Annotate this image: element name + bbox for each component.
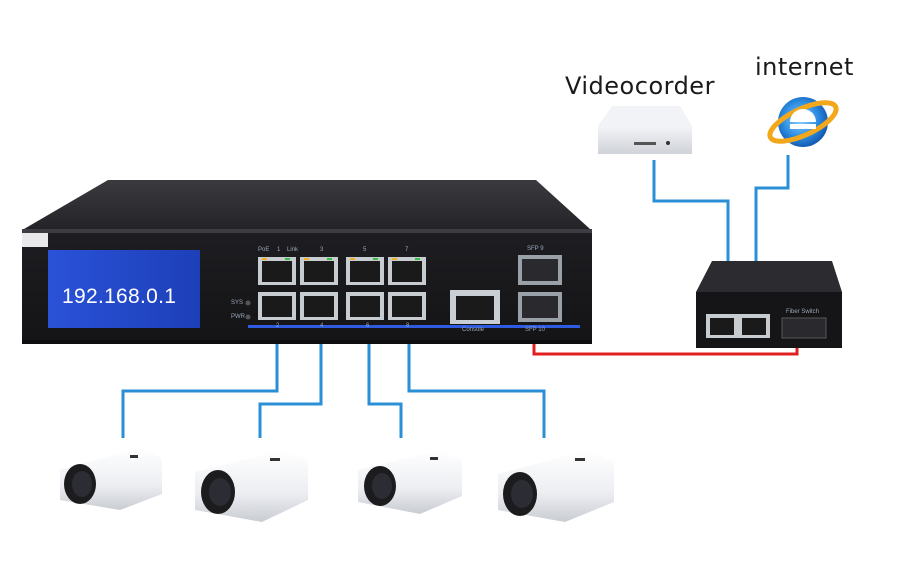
rj45-ports: [258, 257, 426, 320]
poe-label: PoE: [258, 247, 270, 253]
sys-label: SYS: [231, 300, 244, 306]
ip-panel: [48, 250, 200, 328]
camera-3: [358, 450, 462, 514]
camera-2: [195, 450, 308, 522]
port-3-label: 3: [320, 247, 324, 253]
port-2-label: 2: [276, 323, 280, 329]
videocorder-label: Videocorder: [565, 72, 715, 100]
cable-port2-camera1: [121, 337, 279, 438]
port-7-label: 7: [405, 247, 409, 253]
port-4-label: 4: [320, 323, 324, 329]
cable-internet-converter: [754, 155, 790, 316]
console-label: Console: [462, 327, 485, 333]
port-6-label: 6: [366, 323, 370, 329]
camera-cables: [121, 337, 546, 438]
camera-1: [60, 448, 162, 510]
ip-address-label: 192.168.0.1: [62, 285, 177, 308]
port-5-label: 5: [363, 247, 367, 253]
sfp-ports: [518, 255, 562, 322]
sfp-10-label: SFP 10: [525, 327, 545, 333]
cable-port6-camera3: [367, 337, 403, 438]
cable-videocorder-converter: [652, 160, 730, 316]
cable-port4-camera2: [258, 337, 323, 438]
internet-label: internet: [755, 53, 854, 81]
camera-4: [498, 450, 614, 522]
pwr-label: PWR: [231, 314, 245, 320]
media-converter: [696, 261, 842, 348]
poe-switch: [22, 180, 592, 344]
cable-port8-camera4: [407, 337, 546, 438]
port-1-label: 1: [277, 247, 281, 253]
console-port: [450, 290, 500, 324]
link-label: Link: [287, 247, 299, 253]
fiber-switch-label: Fiber Switch: [786, 309, 820, 315]
internet-explorer-icon: [767, 97, 839, 147]
uplink-cables: [652, 155, 790, 316]
videocorder-device: [598, 106, 692, 154]
sfp-9-label: SFP 9: [527, 246, 544, 252]
port-8-label: 8: [406, 323, 410, 329]
